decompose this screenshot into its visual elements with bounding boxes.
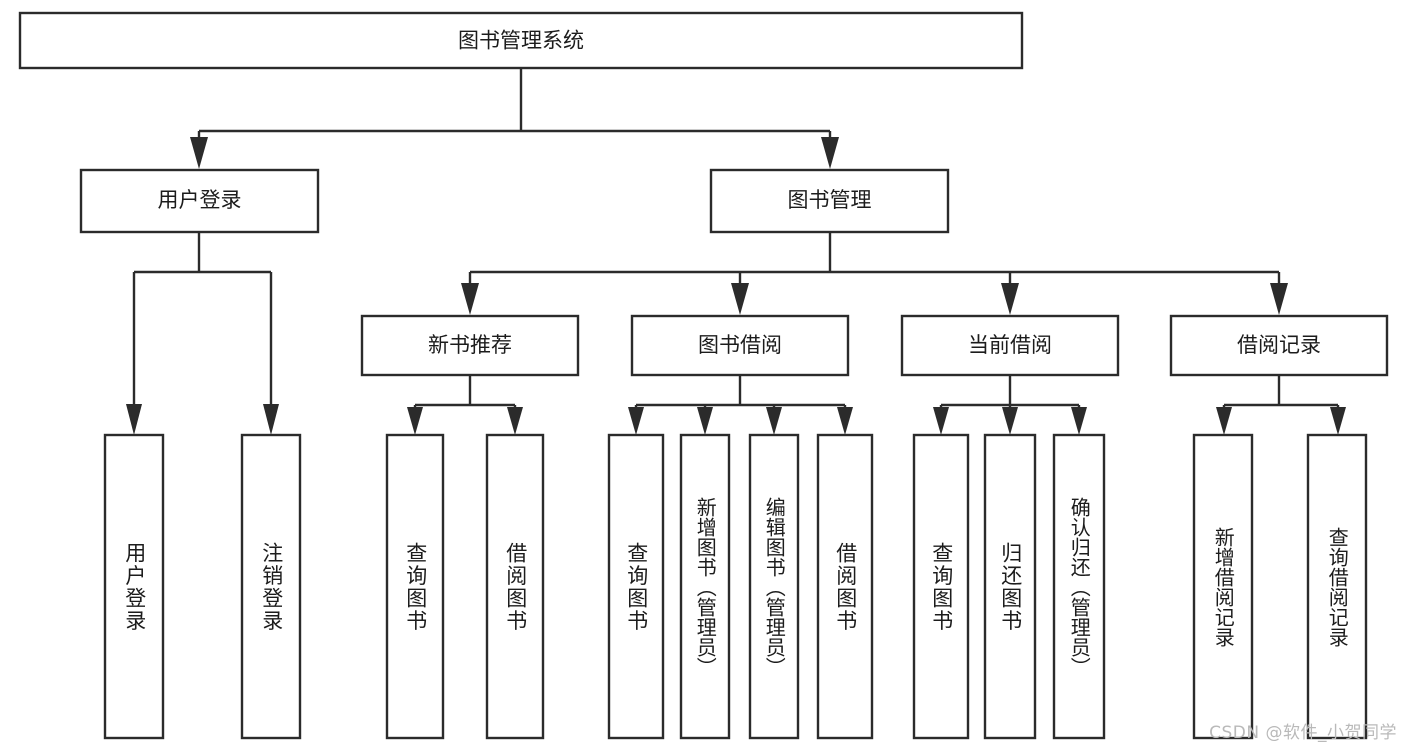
arrowhead-leaf-query-book-3 <box>933 407 949 435</box>
node-root-box[interactable] <box>18 11 1024 70</box>
node-user-login-label: 用户登录 <box>158 188 242 212</box>
node-root-label: 图书管理系统 <box>458 29 584 53</box>
node-leaf-edit-book-admin-box[interactable] <box>748 433 800 740</box>
arrowhead-leaf-logout-login <box>263 404 279 435</box>
node-leaf-query-book-3-box[interactable] <box>912 433 970 740</box>
node-book-manage-label: 图书管理 <box>788 188 872 212</box>
node-book-borrow-box[interactable] <box>630 314 850 377</box>
arrowhead-user-login <box>190 137 208 169</box>
node-book-manage[interactable]: 图书管理 <box>709 168 950 234</box>
arrowhead-leaf-return-book <box>1002 407 1018 435</box>
node-user-login[interactable]: 用户登录 <box>79 168 320 234</box>
node-leaf-confirm-return-admin-box[interactable] <box>1052 433 1106 740</box>
node-current-borrow-box[interactable] <box>900 314 1120 377</box>
arrowhead-book-borrow <box>731 283 749 315</box>
arrowhead-leaf-borrow-book-1 <box>507 407 523 435</box>
arrowhead-book-manage <box>821 137 839 169</box>
node-current-borrow-label: 当前借阅 <box>968 333 1052 357</box>
node-leaf-borrow-book-1-box[interactable] <box>485 433 545 740</box>
node-user-login-box[interactable] <box>79 168 320 234</box>
node-root[interactable]: 图书管理系统 <box>18 11 1024 70</box>
arrowhead-current-borrow <box>1001 283 1019 315</box>
arrowhead-leaf-query-book-1 <box>407 407 423 435</box>
node-borrow-record-label: 借阅记录 <box>1237 333 1321 357</box>
node-leaf-query-book-1-box[interactable] <box>385 433 445 740</box>
node-new-book-recommend-label: 新书推荐 <box>428 333 512 357</box>
node-leaf-user-login-box[interactable] <box>103 433 165 740</box>
arrowhead-leaf-add-borrow-record <box>1216 407 1232 435</box>
arrowhead-leaf-user-login <box>126 404 142 435</box>
node-book-borrow-label: 图书借阅 <box>698 333 782 357</box>
arrowhead-borrow-record <box>1270 283 1288 315</box>
nodes-layer: 图书管理系统 用户登录 图书管理 新书推荐 图书借阅 <box>18 11 1389 740</box>
node-borrow-record-box[interactable] <box>1169 314 1389 377</box>
connectors-layer <box>126 68 1346 435</box>
node-leaf-query-borrow-record-box[interactable] <box>1306 433 1368 740</box>
node-new-book-recommend-box[interactable] <box>360 314 580 377</box>
node-leaf-borrow-book-2-box[interactable] <box>816 433 874 740</box>
node-borrow-record[interactable]: 借阅记录 <box>1169 314 1389 377</box>
csdn-watermark: CSDN @软件_小贺同学 <box>1209 723 1397 743</box>
arrowhead-leaf-query-borrow-record <box>1330 407 1346 435</box>
node-leaf-return-book-box[interactable] <box>983 433 1037 740</box>
arrowhead-leaf-edit-book-admin <box>766 407 782 435</box>
node-book-manage-box[interactable] <box>709 168 950 234</box>
node-current-borrow[interactable]: 当前借阅 <box>900 314 1120 377</box>
arrowhead-leaf-query-book-2 <box>628 407 644 435</box>
node-leaf-query-book-2-box[interactable] <box>607 433 665 740</box>
arrowhead-leaf-add-book-admin <box>697 407 713 435</box>
arrowhead-leaf-borrow-book-2 <box>837 407 853 435</box>
arrowhead-leaf-confirm-return-admin <box>1071 407 1087 435</box>
node-new-book-recommend[interactable]: 新书推荐 <box>360 314 580 377</box>
node-leaf-add-borrow-record-box[interactable] <box>1192 433 1254 740</box>
node-leaf-add-book-admin-box[interactable] <box>679 433 731 740</box>
arrowhead-new-book-recommend <box>461 283 479 315</box>
node-leaf-logout-login-box[interactable] <box>240 433 302 740</box>
node-book-borrow[interactable]: 图书借阅 <box>630 314 850 377</box>
